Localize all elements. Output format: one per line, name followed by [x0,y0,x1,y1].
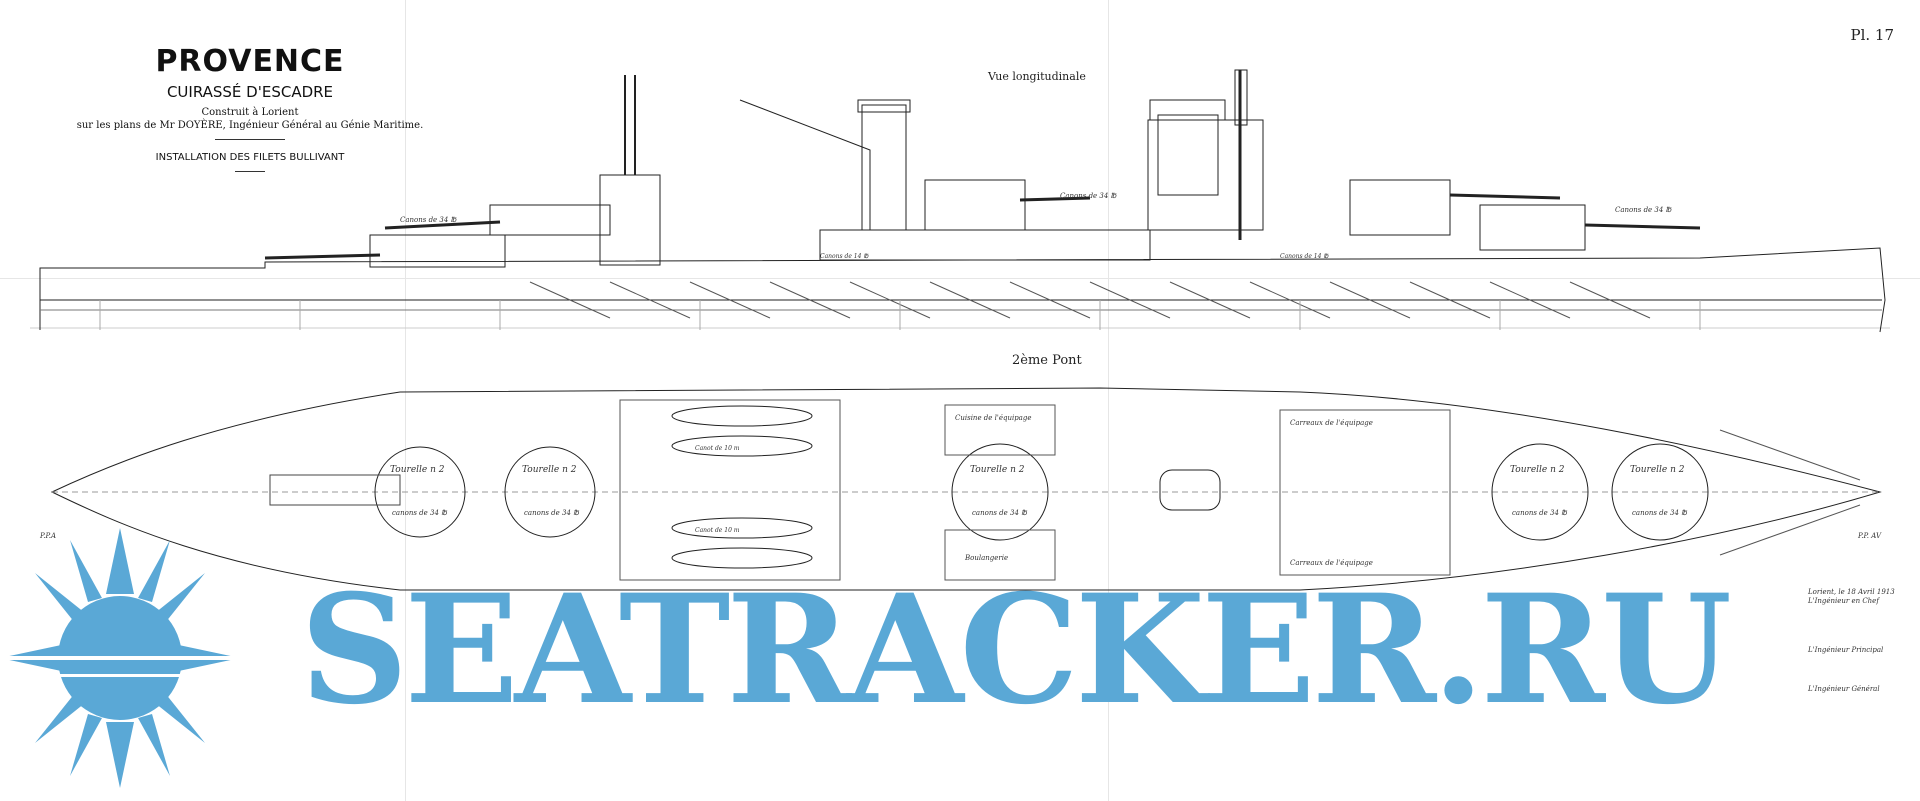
pp-fwd-label: P.P. AV [1857,532,1882,540]
turret-3-gun-label: canons de 34 ℔ [972,509,1028,517]
turret-4-label: Tourelle n 2 [1510,465,1565,475]
turret-4-gun-label: canons de 34 ℔ [1512,509,1568,517]
net-booms [529,281,1651,319]
fore-mast-top [1234,69,1248,126]
ship-name: PROVENCE [155,44,345,79]
boat-2 [671,435,813,457]
station-ticks [99,300,1701,330]
aft-turret-lower [369,234,506,268]
ship-profile [30,69,1890,333]
plate-number: Pl. 17 [1850,26,1894,44]
boat-1 [671,405,813,427]
deck-outline [50,387,1882,591]
galley-label: Cuisine de l'équipage [955,414,1031,422]
aft-funnel [861,104,907,231]
turret-ring-4 [1491,443,1589,541]
gun-barrel-5 [1584,223,1701,230]
sun-logo-icon [0,528,240,788]
fold-line-vertical-left [405,0,406,801]
deck-view-title: 2ème Pont [1012,353,1082,368]
boat-3 [671,517,813,539]
boat-stowage-area [619,399,841,581]
built-note: Construit à Lorient [201,107,299,118]
longitudinal-view-title: Vue longitudinale [988,70,1086,83]
hatch-oval [1159,469,1221,511]
signature-chief-engineer: L'Ingénieur en Chef [1808,597,1879,605]
deck-plan [50,387,1882,591]
ornament-divider [215,139,285,140]
profile-label-gun-center: Canons de 34 ℔ [1060,192,1118,200]
ornament-divider-small [235,171,265,172]
turret-ring-5 [1611,443,1709,541]
aft-funnel-cap [857,99,911,113]
midship-deckhouse [819,229,1151,261]
signature-block: Lorient, le 18 Avril 1913 L'Ingénieur en… [1808,588,1898,694]
signature-principal-engineer: L'Ingénieur Principal [1808,646,1884,654]
bridge [1147,119,1264,231]
turret-ring-2 [504,446,596,538]
crew-quarters [1279,409,1451,576]
ship-type: CUIRASSÉ D'ESCADRE [166,83,334,101]
forward-turret-2 [1479,204,1586,251]
gun-barrel-4 [1449,193,1561,200]
boat-1-label: Canot de 10 m [695,445,740,452]
profile-label-casemate-left: Canons de 14 ℔ [820,253,869,260]
signature-spacer-2 [1808,655,1898,685]
gun-barrel-3 [1019,196,1091,202]
fore-funnel-cap [1149,99,1226,121]
watermark-text: SEATRACKER.RU [300,562,1732,738]
fwd-rigging-1 [1719,429,1861,481]
profile-label-casemate-right: Canons de 14 ℔ [1280,253,1329,260]
crane [739,99,871,230]
turret-1-label: Tourelle n 2 [390,465,445,475]
forward-turret-1 [1349,179,1451,236]
midship-turret [924,179,1026,231]
designer-note: sur les plans de Mr DOYÈRE, Ingénieur Gé… [76,120,424,131]
fold-line-vertical-center [1108,0,1109,801]
turret-2-gun-label: canons de 34 ℔ [524,509,580,517]
boat-4 [671,547,813,569]
fwd-rigging-2 [1719,504,1861,556]
turret-2-label: Tourelle n 2 [522,465,577,475]
gun-barrel-1 [264,253,381,260]
turret-5-gun-label: canons de 34 ℔ [1632,509,1688,517]
boat-2-label: Canot de 10 m [695,527,740,534]
signature-spacer-1 [1808,606,1898,646]
aft-turret-upper [489,204,611,236]
fold-line-horizontal [0,278,1920,279]
turret-ring-3 [951,443,1049,541]
fore-funnel [1157,114,1219,196]
profile-label-gun-right: Canons de 34 ℔ [1615,206,1673,214]
deck-text-labels: Tourelle n 2 canons de 34 ℔ Tourelle n 2… [39,414,1882,567]
signature-place-date: Lorient, le 18 Avril 1913 [1808,588,1895,596]
aft-superstructure [599,174,661,266]
pp-aft-label: P.P.A [39,532,56,540]
gun-barrel-2 [384,220,501,230]
installation-title: INSTALLATION DES FILETS BULLIVANT [155,152,345,163]
turret-ring-1 [374,446,466,538]
crew-top-label: Carreaux de l'équipage [1290,419,1373,427]
bakery-label: Boulangerie [964,554,1008,562]
turret-1-gun-label: canons de 34 ℔ [392,509,448,517]
bakery-room [944,529,1056,581]
aft-gun-mount [269,474,401,506]
turret-3-label: Tourelle n 2 [970,465,1025,475]
crew-bottom-label: Carreaux de l'équipage [1290,559,1373,567]
turret-5-label: Tourelle n 2 [1630,465,1685,475]
galley-room [944,404,1056,456]
hull-profile [39,247,1886,333]
profile-label-gun-left: Canons de 34 ℔ [400,216,458,224]
signature-general-engineer: L'Ingénieur Général [1808,685,1880,693]
title-block: PROVENCE CUIRASSÉ D'ESCADRE Construit à … [60,44,440,172]
